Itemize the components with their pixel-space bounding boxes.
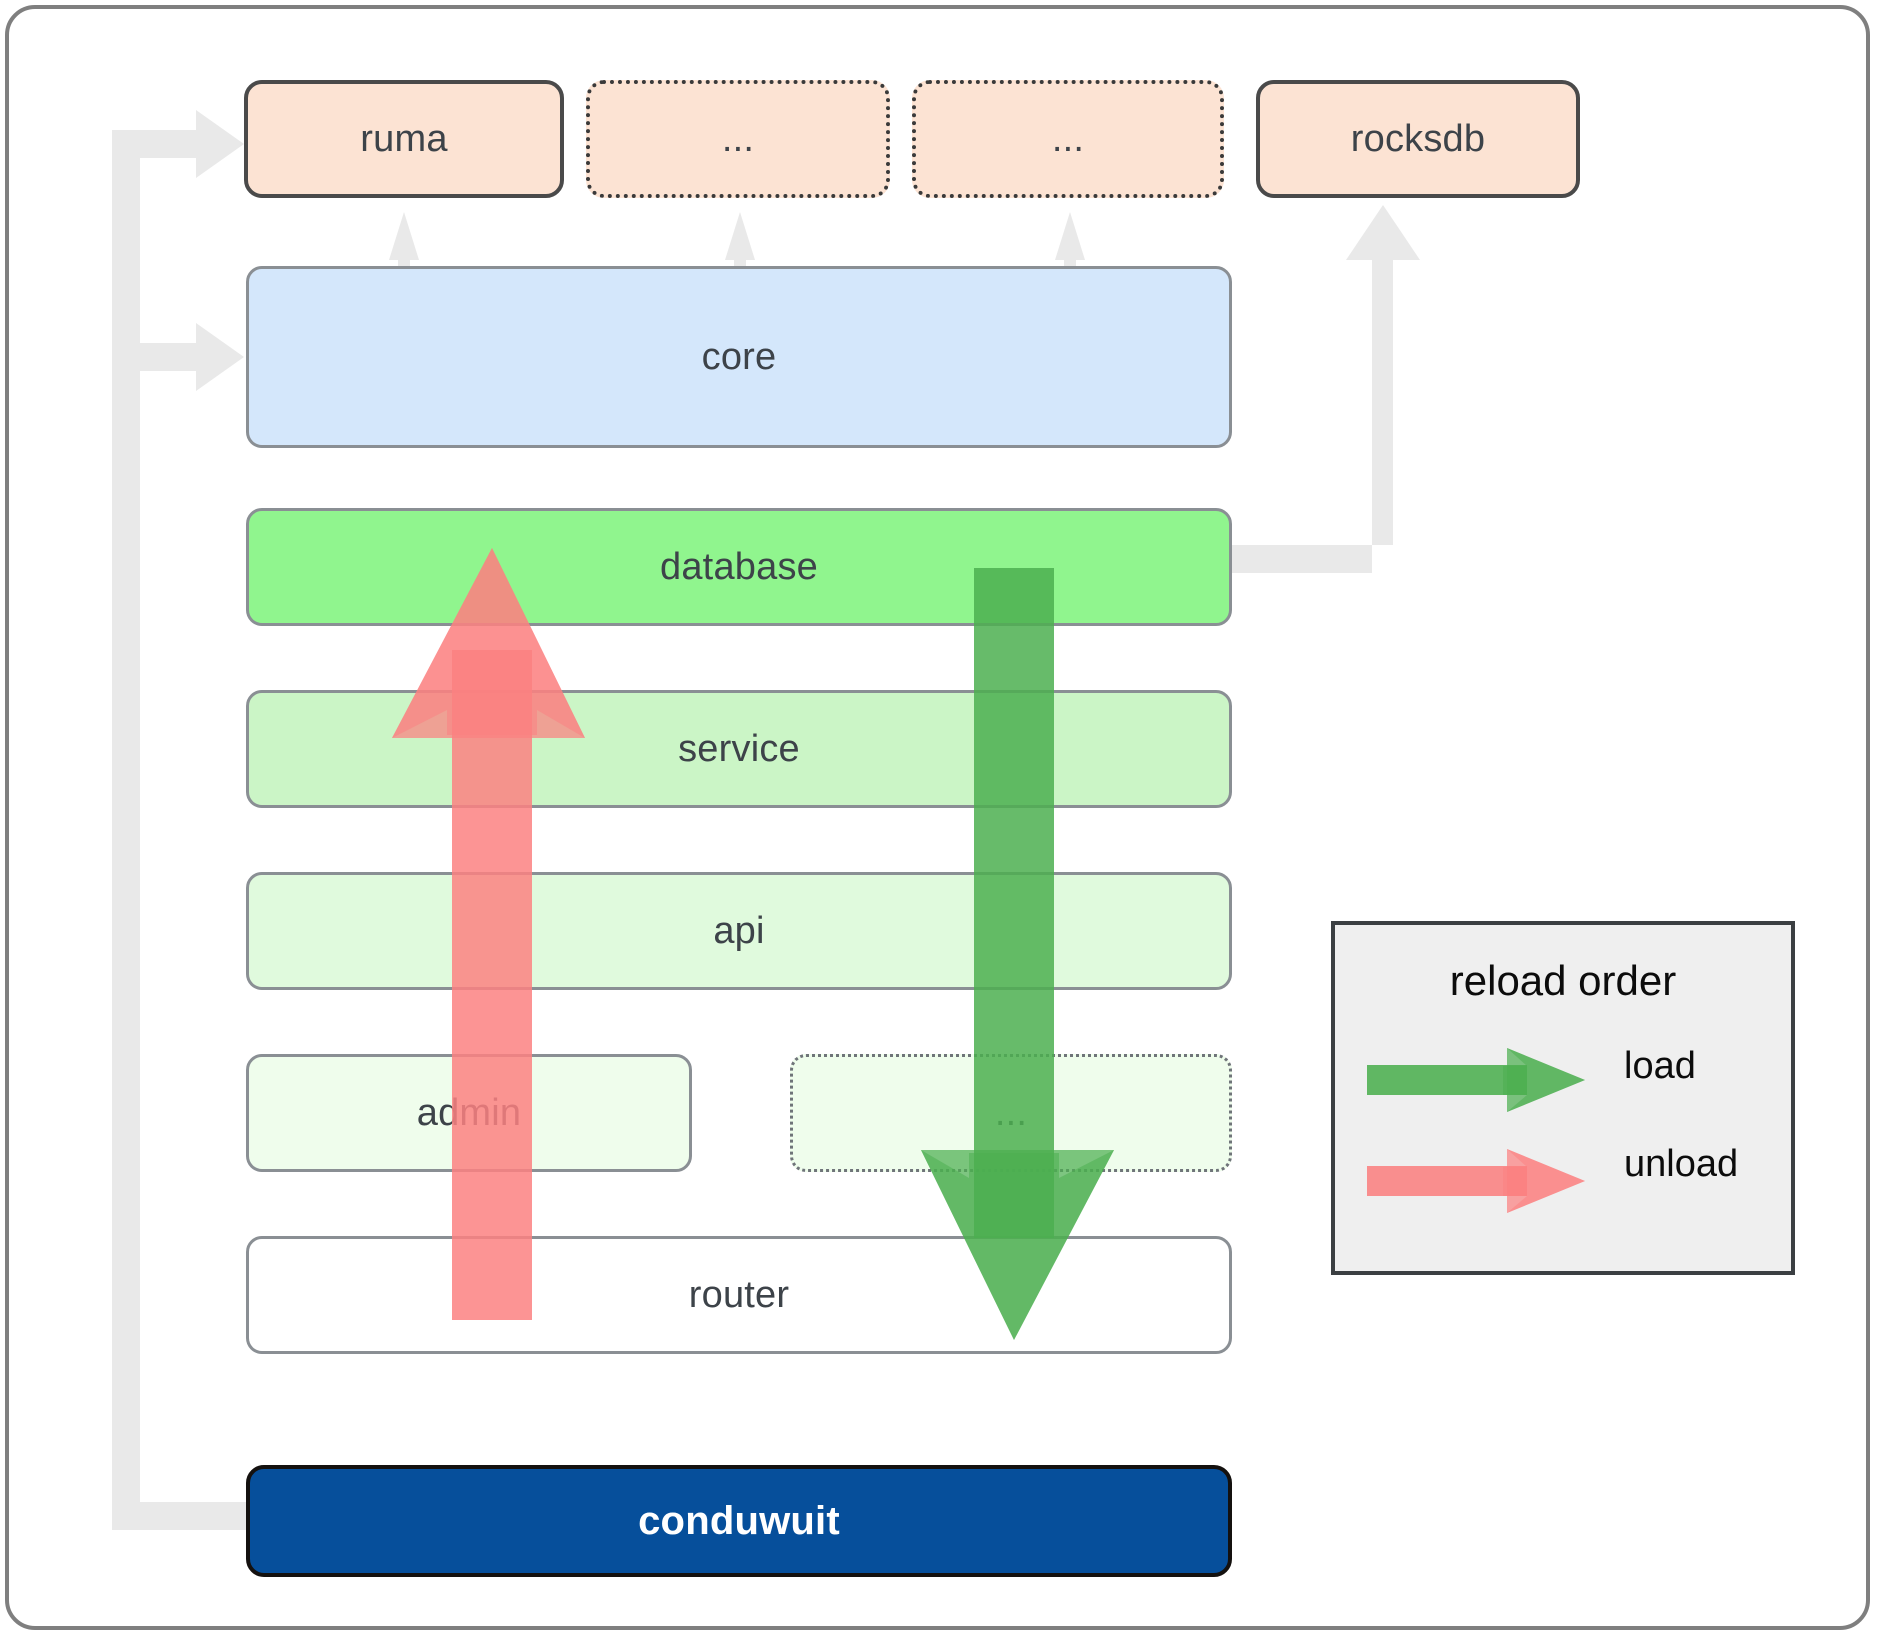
layer-label-more-3: ... <box>994 1091 1028 1134</box>
layer-label-router: router <box>688 1273 790 1316</box>
core-label: core <box>701 335 777 378</box>
dep-label-rocksdb: rocksdb <box>1350 117 1486 160</box>
layer-box-admin[interactable]: admin <box>246 1054 692 1172</box>
legend-panel: reload order load unload <box>1331 921 1795 1275</box>
dep-label-more-2: ... <box>1051 117 1085 160</box>
layer-label-database: database <box>660 545 818 588</box>
dep-label-ruma: ruma <box>360 117 448 160</box>
layer-label-service: service <box>678 727 800 770</box>
legend-load-arrow-icon <box>1367 1048 1585 1112</box>
legend-label-unload: unload <box>1624 1143 1739 1185</box>
application-box-conduwuit[interactable]: conduwuit <box>246 1465 1232 1577</box>
diagram-outer-frame <box>5 5 1870 1630</box>
layer-box-service[interactable]: service <box>246 690 1232 808</box>
layer-box-more-3[interactable]: ... <box>790 1054 1232 1172</box>
dep-label-more-1: ... <box>721 117 755 160</box>
layer-label-api: api <box>713 909 765 952</box>
dep-box-more-1[interactable]: ... <box>586 80 890 198</box>
legend-arrows <box>1367 1048 1585 1213</box>
application-label: conduwuit <box>638 1498 840 1543</box>
legend-title: reload order <box>1449 957 1677 1004</box>
dep-box-more-2[interactable]: ... <box>912 80 1224 198</box>
layer-box-router[interactable]: router <box>246 1236 1232 1354</box>
legend-unload-arrow-icon <box>1367 1149 1585 1213</box>
core-box[interactable]: core <box>246 266 1232 448</box>
legend-label-load: load <box>1624 1045 1696 1087</box>
layer-box-database[interactable]: database <box>246 508 1232 626</box>
layer-label-admin: admin <box>416 1091 522 1134</box>
dep-box-ruma[interactable]: ruma <box>244 80 564 198</box>
layer-box-api[interactable]: api <box>246 872 1232 990</box>
dep-box-rocksdb[interactable]: rocksdb <box>1256 80 1580 198</box>
